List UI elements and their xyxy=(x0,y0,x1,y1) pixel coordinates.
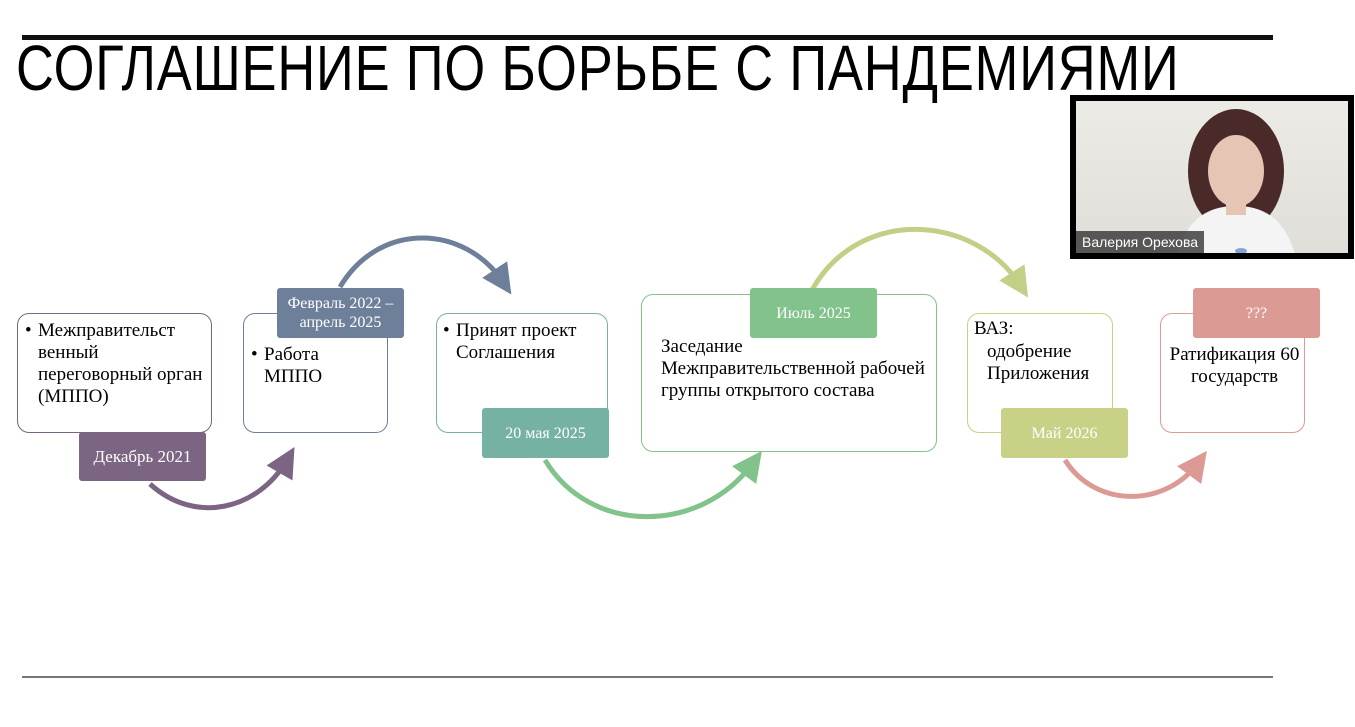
step-5-text-line1: ВАЗ: xyxy=(974,318,1014,339)
arrow-1 xyxy=(148,447,295,511)
step-2-text: Работа МППО xyxy=(251,344,344,388)
step-3-date: 20 мая 2025 xyxy=(482,408,609,458)
step-6-date: ??? xyxy=(1193,288,1320,338)
step-5-date: Май 2026 xyxy=(1001,408,1128,458)
timeline-step-4: Заседание Межправительственной рабочей г… xyxy=(641,294,937,452)
participant-name-label: Валерия Орехова xyxy=(1076,231,1205,253)
step-3-text: Принят проект Соглашения xyxy=(443,320,606,364)
step-2-date: Февраль 2022 – апрель 2025 xyxy=(277,288,404,338)
step-4-text: Заседание Межправительственной рабочей г… xyxy=(661,336,925,401)
participant-video-tile[interactable]: Валерия Орехова xyxy=(1070,95,1354,259)
step-4-date: Июль 2025 xyxy=(750,288,877,338)
timeline-step-1: Межправительст венный переговорный орган… xyxy=(17,313,212,433)
step-1-date: Декабрь 2021 xyxy=(79,432,206,481)
title-top-rule xyxy=(22,35,1273,40)
timeline-step-2: Работа МППО xyxy=(243,313,388,433)
arrow-5 xyxy=(1062,450,1207,499)
step-6-text: Ратификация 60 государств xyxy=(1169,344,1300,387)
step-1-text: Межправительст венный переговорный орган… xyxy=(25,320,208,408)
arrow-3 xyxy=(542,450,762,520)
participant-video-feed: Валерия Орехова xyxy=(1076,101,1348,253)
slide-title: СОГЛАШЕНИЕ ПО БОРЬБЕ С ПАНДЕМИЯМИ xyxy=(16,32,1180,104)
arrow-2 xyxy=(337,235,512,295)
step-5-text-line2: одобрение Приложения xyxy=(987,341,1090,384)
footer-rule xyxy=(22,676,1273,678)
arrow-4 xyxy=(809,226,1029,298)
participant-avatar-image xyxy=(1177,109,1295,253)
